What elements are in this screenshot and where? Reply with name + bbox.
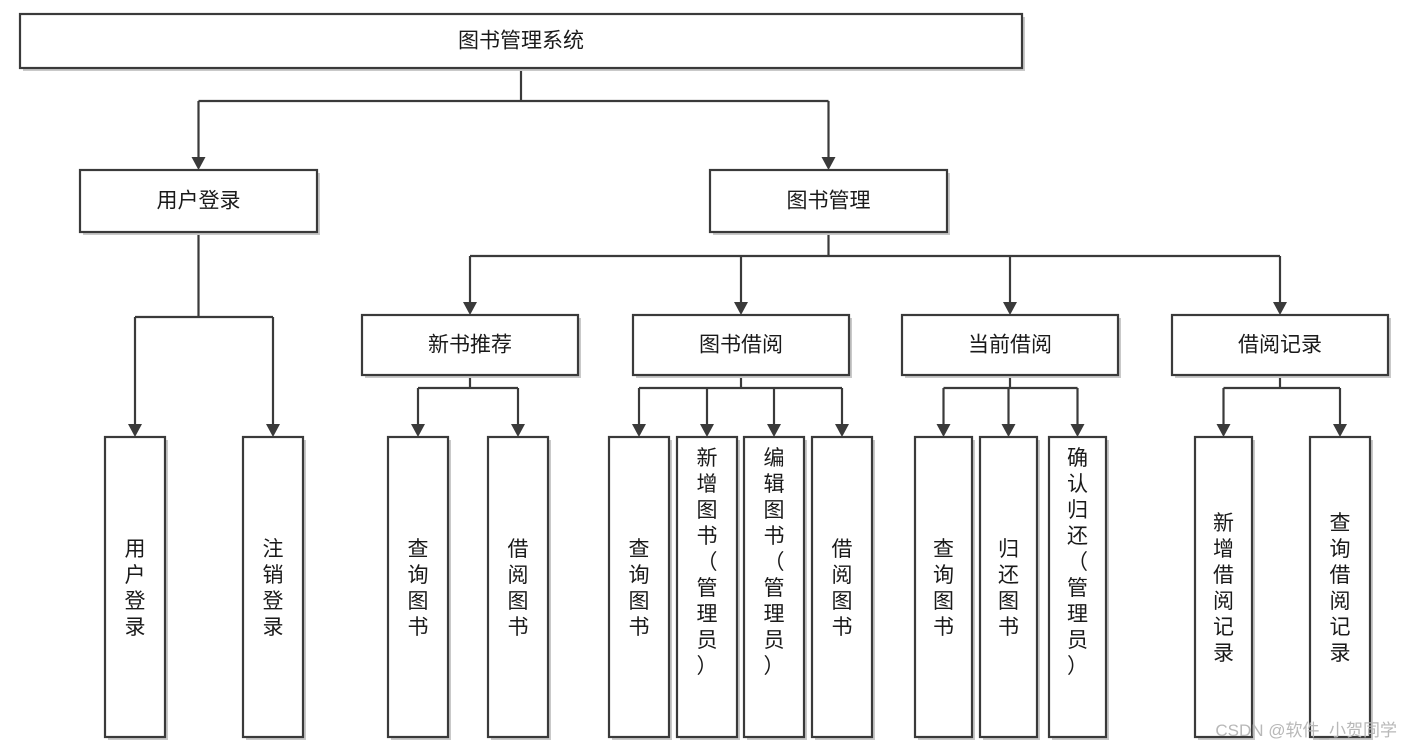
- arrow-head-icon: [1001, 424, 1016, 437]
- node-label: 查询图书: [629, 538, 650, 639]
- node-rect: [810, 435, 874, 739]
- node-label: 新书推荐: [428, 334, 512, 357]
- node-rect: [18, 12, 1024, 70]
- node-leaf-edit-book[interactable]: 编辑图书（管理员）: [742, 435, 807, 740]
- node-rect: [631, 313, 851, 377]
- arrow-head-icon: [511, 424, 525, 437]
- arrow-head-icon: [128, 424, 142, 437]
- node-label: 用户登录: [157, 190, 241, 213]
- arrow-head-icon: [632, 424, 646, 437]
- node-rect: [241, 435, 305, 739]
- arrow-head-icon: [1216, 424, 1231, 437]
- node-leaf-borrow-book-1[interactable]: 借阅图书: [486, 435, 551, 740]
- node-rect: [607, 435, 671, 739]
- node-rect: [386, 435, 450, 739]
- node-rect: [360, 313, 580, 377]
- node-label: 图书借阅: [699, 334, 783, 357]
- arrow-head-icon: [936, 424, 951, 437]
- node-label: 确认归还（管理员）: [1067, 447, 1088, 678]
- arrow-head-icon: [821, 157, 836, 170]
- node-leaf-return-book[interactable]: 归还图书: [978, 435, 1040, 740]
- node-label: 查询借阅记录: [1330, 512, 1351, 665]
- node-label: 归还图书: [998, 538, 1019, 639]
- arrow-head-icon: [700, 424, 714, 437]
- node-label: 新增图书（管理员）: [697, 447, 718, 678]
- node-leaf-query-book-1[interactable]: 查询图书: [386, 435, 451, 740]
- node-rect: [675, 435, 739, 739]
- node-leaf-logout[interactable]: 注销登录: [241, 435, 306, 740]
- node-leaf-query-book-2[interactable]: 查询图书: [607, 435, 672, 740]
- node-rect: [1170, 313, 1390, 377]
- node-rect: [103, 435, 167, 739]
- node-book-borrow[interactable]: 图书借阅: [631, 313, 852, 378]
- arrow-head-icon: [835, 424, 849, 437]
- node-leaf-borrow-book-2[interactable]: 借阅图书: [810, 435, 875, 740]
- node-label: 查询图书: [408, 538, 429, 639]
- arrow-head-icon: [1333, 424, 1347, 437]
- nodes-layer: 图书管理系统用户登录图书管理新书推荐图书借阅当前借阅借阅记录用户登录注销登录查询…: [18, 12, 1391, 740]
- node-leaf-add-record[interactable]: 新增借阅记录: [1193, 435, 1255, 740]
- node-rect: [486, 435, 550, 739]
- arrow-head-icon: [1003, 302, 1017, 315]
- node-label: 编辑图书（管理员）: [764, 447, 785, 678]
- node-borrow-record[interactable]: 借阅记录: [1170, 313, 1391, 378]
- node-rect: [1193, 435, 1254, 739]
- node-label: 借阅图书: [832, 538, 853, 639]
- node-leaf-query-book-3[interactable]: 查询图书: [913, 435, 975, 740]
- node-rect: [708, 168, 949, 234]
- node-leaf-query-record[interactable]: 查询借阅记录: [1308, 435, 1373, 740]
- node-label: 注销登录: [263, 538, 284, 639]
- node-label: 查询图书: [933, 538, 954, 639]
- node-label: 用户登录: [125, 538, 146, 639]
- node-rect: [1047, 435, 1108, 739]
- node-leaf-user-login[interactable]: 用户登录: [103, 435, 168, 740]
- arrow-head-icon: [1070, 424, 1085, 437]
- node-rect: [900, 313, 1120, 377]
- arrow-head-icon: [266, 424, 280, 437]
- node-label: 图书管理: [787, 190, 871, 213]
- node-label: 借阅图书: [508, 538, 529, 639]
- node-label: 当前借阅: [968, 334, 1052, 357]
- edges-layer: [128, 68, 1347, 437]
- node-rect: [1308, 435, 1372, 739]
- node-label: 图书管理系统: [458, 30, 584, 53]
- node-leaf-add-book[interactable]: 新增图书（管理员）: [675, 435, 740, 740]
- node-label: 新增借阅记录: [1213, 512, 1234, 665]
- arrow-head-icon: [411, 424, 425, 437]
- node-new-book-rec[interactable]: 新书推荐: [360, 313, 581, 378]
- node-rect: [78, 168, 319, 234]
- node-rect: [978, 435, 1039, 739]
- arrow-head-icon: [191, 157, 206, 170]
- node-label: 借阅记录: [1238, 334, 1322, 357]
- node-root[interactable]: 图书管理系统: [18, 12, 1025, 71]
- arrow-head-icon: [767, 424, 781, 437]
- node-rect: [742, 435, 806, 739]
- node-user-login[interactable]: 用户登录: [78, 168, 320, 235]
- node-rect: [913, 435, 974, 739]
- node-leaf-confirm-return[interactable]: 确认归还（管理员）: [1047, 435, 1109, 740]
- arrow-head-icon: [1273, 302, 1287, 315]
- arrow-head-icon: [463, 302, 477, 315]
- node-current-borrow[interactable]: 当前借阅: [900, 313, 1121, 378]
- arrow-head-icon: [734, 302, 748, 315]
- node-book-manage[interactable]: 图书管理: [708, 168, 950, 235]
